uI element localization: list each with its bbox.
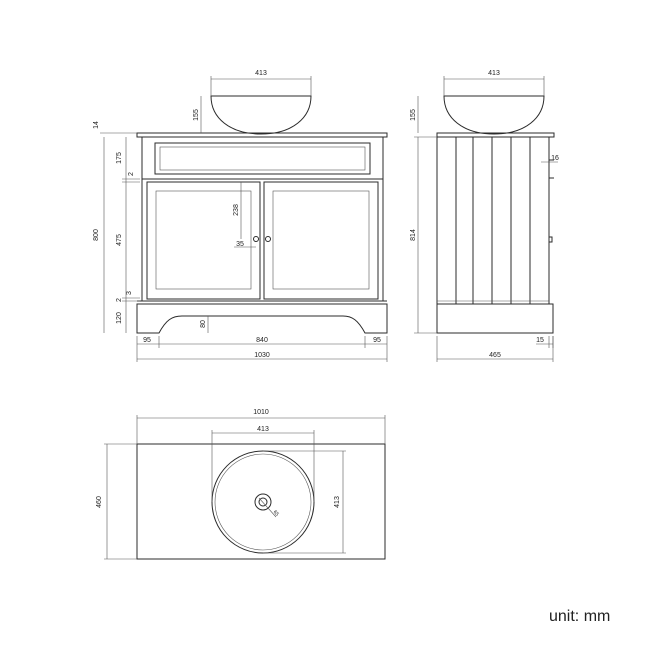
front-basin	[210, 95, 312, 135]
side-panel-depth-label: 16	[551, 155, 559, 162]
front-handle-height-label: 238	[233, 204, 240, 216]
front-knob-left	[253, 236, 259, 242]
front-top-thickness-label: 14	[93, 121, 100, 129]
side-plinth-setback-label: 15	[536, 337, 544, 344]
side-basin-height-label: 155	[410, 109, 417, 121]
top-waste-diameter-label: 65	[272, 509, 280, 517]
front-drawer-panel	[159, 146, 366, 171]
top-view	[136, 443, 386, 560]
side-carcass	[436, 136, 550, 305]
front-carcass	[141, 136, 384, 302]
front-drawer	[154, 142, 371, 175]
front-right-inset-label: 95	[373, 337, 381, 344]
unit-label: unit: mm	[549, 608, 611, 625]
top-overall-width-label: 1010	[253, 409, 269, 416]
top-basin-inner	[214, 453, 312, 551]
top-basin-depth-label: 413	[334, 496, 341, 508]
front-view	[136, 95, 388, 334]
front-gap-label: 2	[128, 172, 135, 176]
side-dimensions: 413 155 814 16 15 465	[410, 70, 559, 362]
top-overall-depth-label: 460	[96, 496, 103, 508]
front-door-height-label: 475	[116, 234, 123, 246]
front-door-right	[263, 181, 379, 300]
side-basin-width-label: 413	[488, 70, 500, 77]
side-view	[436, 95, 555, 334]
front-basin-height-label: 155	[193, 109, 200, 121]
front-plinth-gap-2-label: 2	[116, 298, 123, 302]
side-knob	[548, 236, 553, 243]
front-plinth	[136, 303, 388, 334]
top-basin-width-label: 413	[257, 426, 269, 433]
top-waste-inner	[258, 497, 268, 507]
front-overall-height-label: 800	[93, 229, 100, 241]
top-waste-outer	[254, 493, 272, 511]
front-door-left-panel	[155, 190, 252, 290]
front-door-left	[146, 181, 261, 300]
front-drawer-height-label: 175	[116, 152, 123, 164]
front-basin-width-label: 413	[255, 70, 267, 77]
front-center-width-label: 840	[256, 337, 268, 344]
top-basin-outer	[211, 450, 315, 554]
side-basin	[443, 95, 545, 135]
front-plinth-cut-label: 80	[200, 320, 207, 328]
side-overall-height-label: 814	[410, 229, 417, 241]
front-knob-right	[265, 236, 271, 242]
top-dimensions: 1010 413 460 413 65	[96, 409, 386, 560]
front-handle-offset-label: 35	[236, 241, 244, 248]
front-plinth-gap-label: 3	[126, 291, 133, 295]
front-overall-width-label: 1030	[254, 352, 270, 359]
side-overall-depth-label: 465	[489, 352, 501, 359]
top-countertop	[136, 443, 386, 560]
front-plinth-height-label: 120	[116, 312, 123, 324]
side-plinth	[436, 303, 554, 334]
front-left-inset-label: 95	[143, 337, 151, 344]
front-door-right-panel	[272, 190, 370, 290]
front-dimensions: 413 155 14 800 175 2 475 3 2 120 238 35 …	[93, 70, 388, 362]
